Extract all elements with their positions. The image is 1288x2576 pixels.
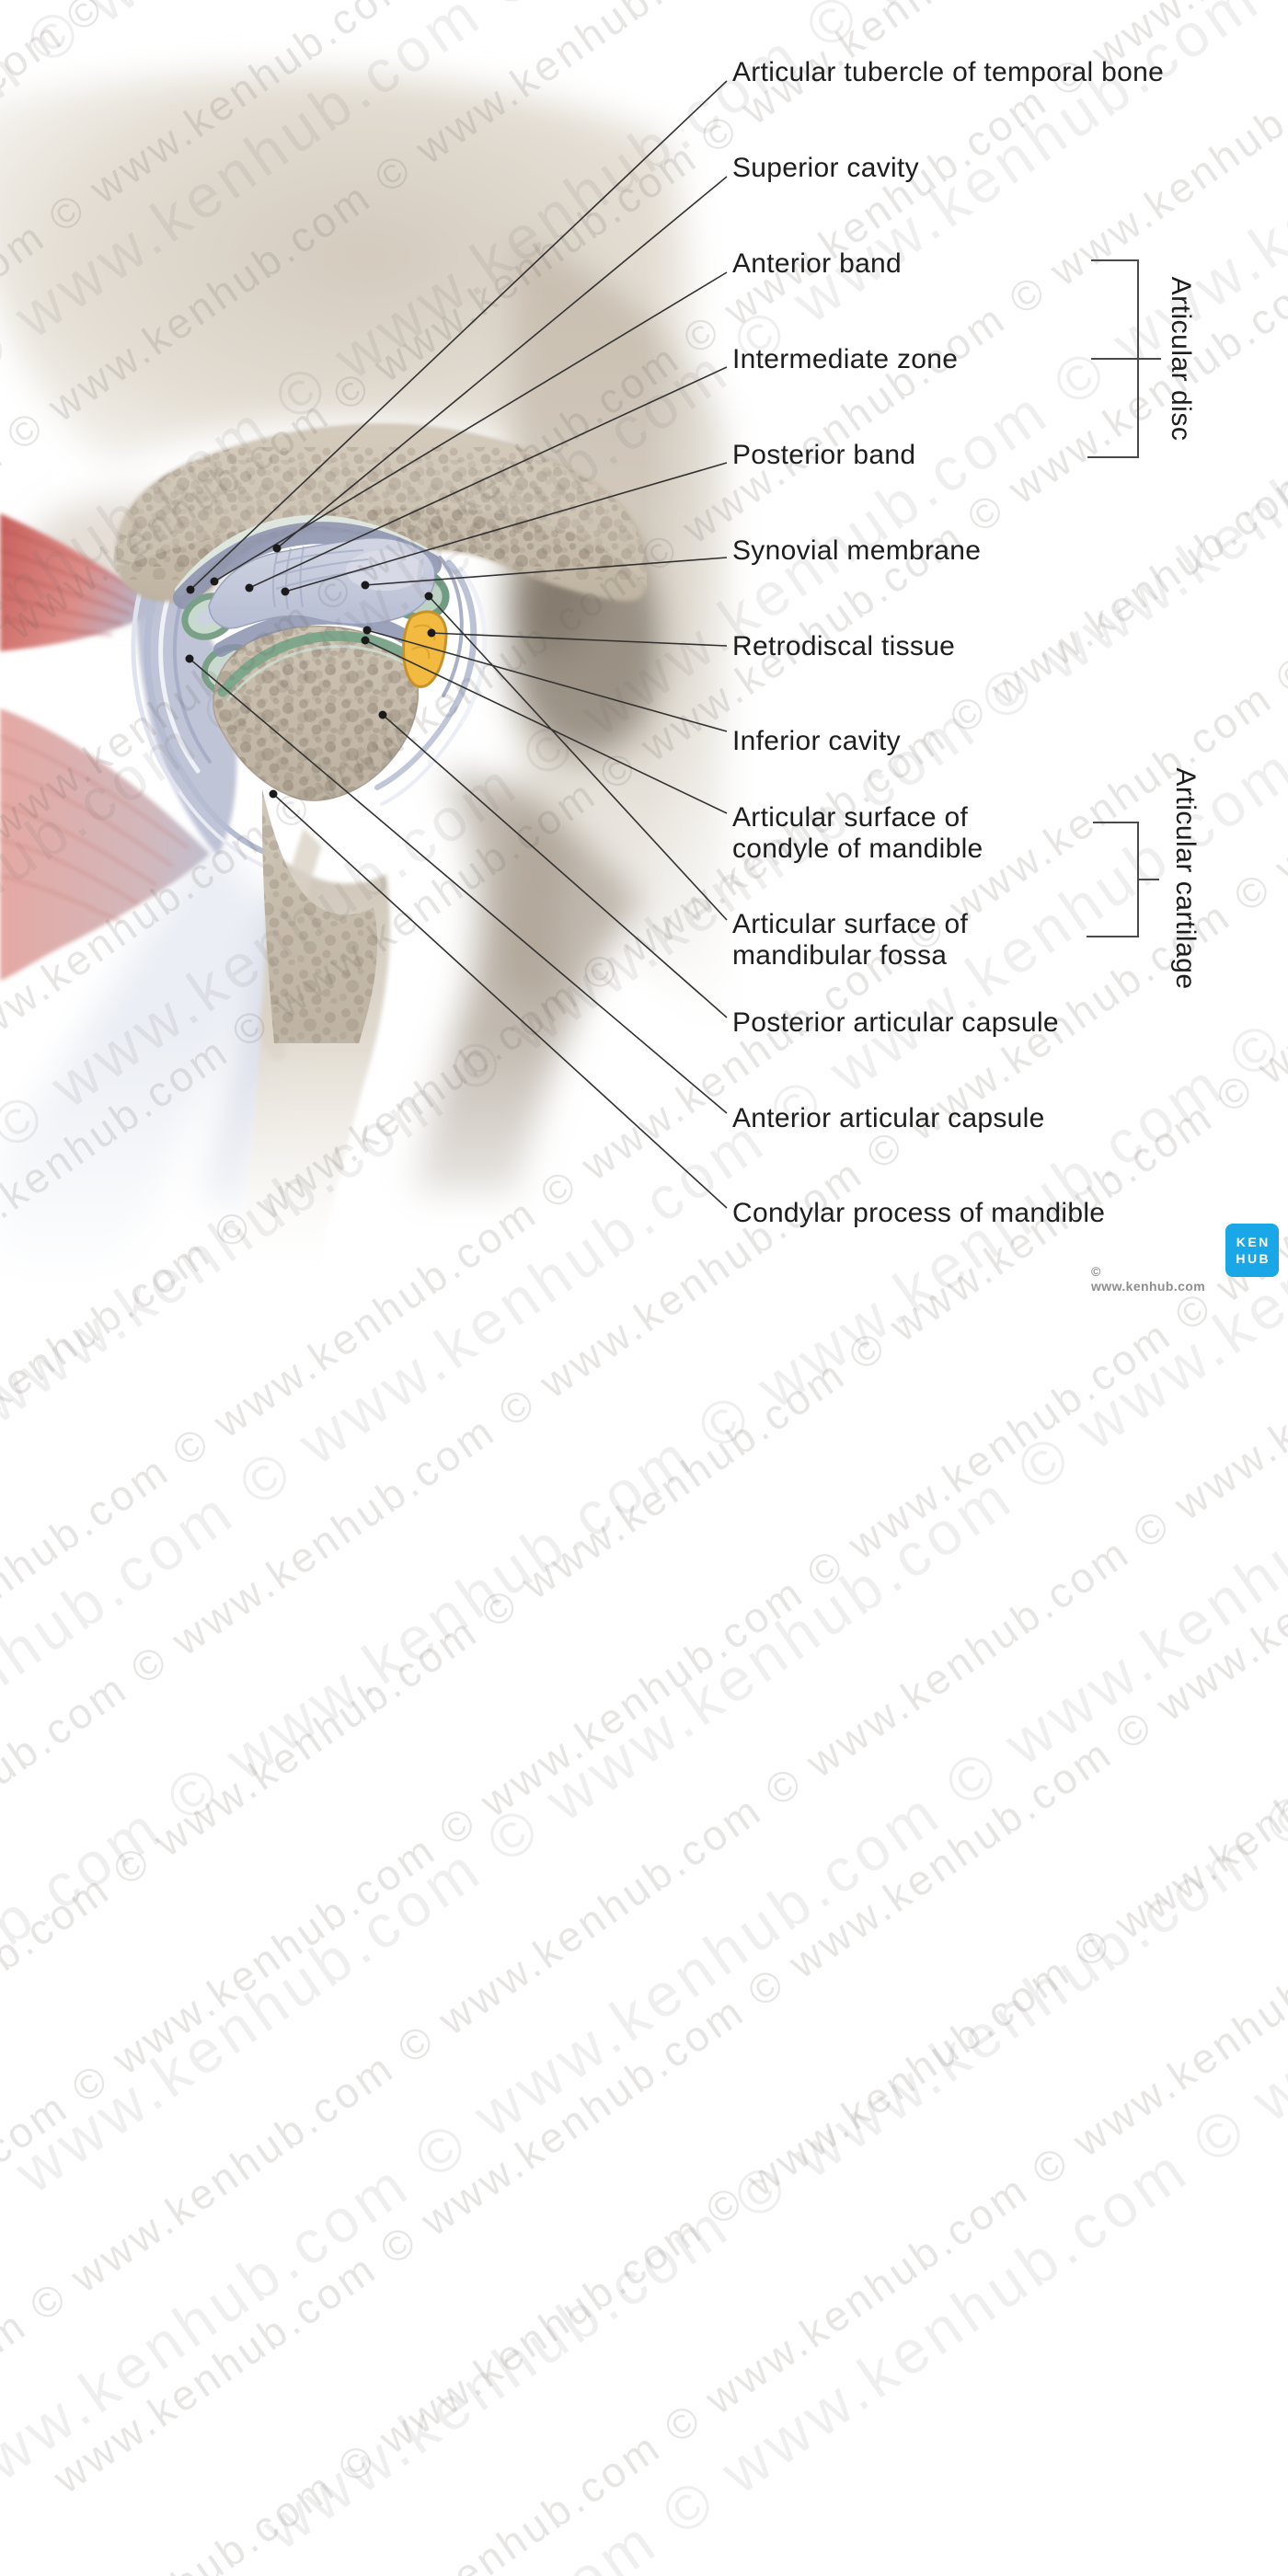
bracket-articular-cartilage	[1087, 822, 1159, 937]
anterior-capsule-fibers	[131, 570, 273, 871]
anchor-dot-anterior-band	[210, 577, 219, 586]
posterior-capsule-fibers	[374, 556, 488, 806]
anchor-dot-posterior-band	[281, 587, 290, 596]
anchor-dot-articular-surface-fossa	[424, 592, 433, 601]
bracket-articular-disc	[1087, 259, 1161, 458]
label-retrodiscal-tissue: Retrodiscal tissue	[732, 631, 956, 661]
label-articular-disc: Articular disc	[1166, 276, 1196, 442]
label-superior-cavity: Superior cavity	[732, 153, 919, 183]
label-anterior-articular-capsule: Anterior articular capsule	[732, 1103, 1045, 1133]
leader-line-posterior-band	[284, 462, 728, 592]
leader-line-anterior-articular-capsule	[189, 658, 728, 1114]
label-anterior-band: Anterior band	[732, 248, 903, 279]
label-articular-surface-condyle: Articular surface of condyle of mandible	[732, 802, 983, 864]
anchor-dot-superior-cavity	[272, 544, 282, 553]
kenhub-logo: KEN HUB	[1225, 1224, 1279, 1277]
annotation-lines	[185, 80, 1161, 1209]
anchor-dot-articular-surface-condyle	[361, 636, 370, 645]
anchor-dot-condylar-process	[269, 789, 278, 799]
condyle-cartilage-arc	[217, 630, 418, 697]
leader-line-anterior-band	[213, 271, 728, 582]
leader-line-condylar-process	[272, 793, 728, 1209]
copyright-text: © www.kenhub.com	[1091, 1264, 1206, 1294]
leader-line-articular-surface-condyle	[364, 639, 728, 814]
tmj-illustration	[0, 0, 782, 1288]
anchor-dot-intermediate-zone	[245, 583, 254, 592]
leader-line-superior-cavity	[276, 176, 728, 549]
bottom-fade	[0, 1030, 754, 1288]
anchor-dot-posterior-articular-capsule	[378, 710, 387, 719]
leader-line-articular-surface-fossa	[428, 595, 728, 921]
label-inferior-cavity: Inferior cavity	[732, 726, 901, 756]
condyle-cartilage-highlight	[226, 645, 409, 701]
lateral-pterygoid-muscle	[0, 513, 210, 981]
kenhub-logo-line2: HUB	[1236, 1251, 1271, 1266]
label-articular-surface-fossa: Articular surface of mandibular fossa	[732, 909, 969, 971]
leader-line-articular-tubercle	[190, 80, 728, 591]
leader-line-inferior-cavity	[366, 629, 728, 732]
labels-layer: Articular tubercle of temporal bone Supe…	[732, 57, 1201, 1228]
label-articular-cartilage: Articular cartilage	[1170, 767, 1201, 990]
label-condylar-process: Condylar process of mandible	[732, 1198, 1106, 1228]
anchor-dot-anterior-articular-capsule	[185, 654, 194, 663]
kenhub-logo-line1: KEN	[1236, 1235, 1271, 1249]
leader-line-intermediate-zone	[248, 366, 728, 589]
leader-line-synovial-membrane	[364, 557, 728, 586]
label-intermediate-zone: Intermediate zone	[732, 344, 959, 374]
leader-line-retrodiscal-tissue	[431, 632, 728, 647]
label-posterior-articular-capsule: Posterior articular capsule	[732, 1007, 1059, 1038]
retrodiscal-tissue-shape	[402, 610, 448, 688]
right-fade	[644, 0, 782, 1288]
anchor-dot-retrodiscal-tissue	[427, 628, 436, 638]
leader-line-posterior-articular-capsule	[382, 714, 728, 1018]
articular-disc	[208, 537, 436, 629]
label-articular-tubercle: Articular tubercle of temporal bone	[732, 57, 1165, 87]
label-posterior-band: Posterior band	[732, 440, 916, 470]
anchor-dot-synovial-membrane	[361, 581, 370, 590]
label-synovial-membrane: Synovial membrane	[732, 535, 982, 566]
anchor-dot-articular-tubercle	[186, 585, 195, 594]
anchor-dot-inferior-cavity	[362, 626, 372, 635]
